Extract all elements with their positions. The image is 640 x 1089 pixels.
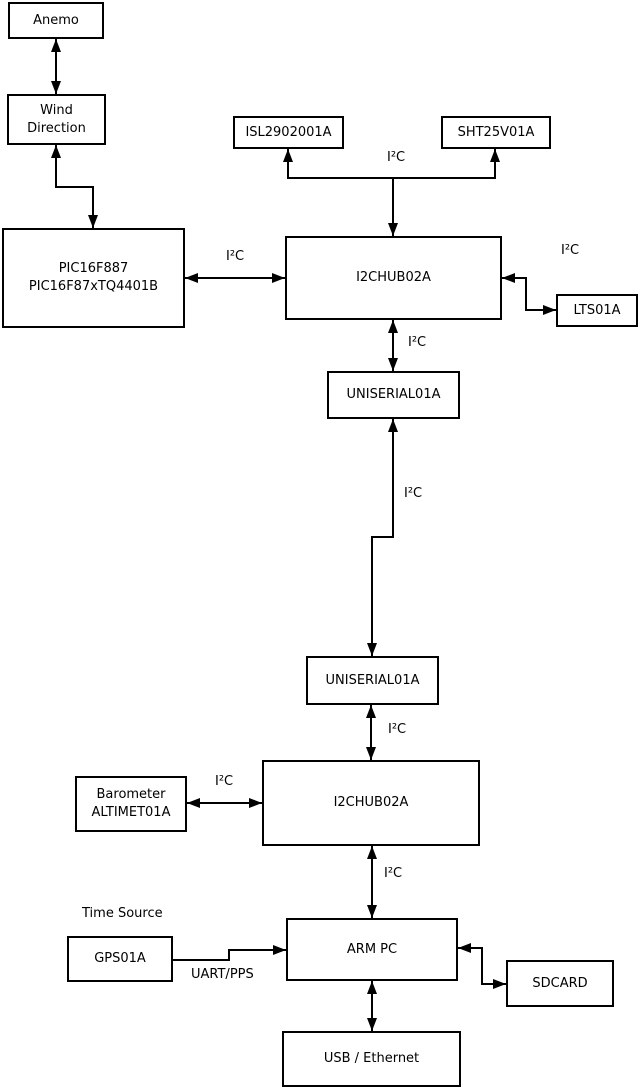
annotation-time-source: Time Source: [82, 906, 163, 921]
node-gps01a-label: GPS01A: [94, 951, 146, 967]
edge-label-i2c-pic-hub: I²C: [226, 249, 245, 264]
edge-i2chub-lts: [502, 273, 556, 315]
node-wind-direction-line1: Wind: [40, 102, 73, 118]
edge-armpc-sdcard: [458, 943, 506, 989]
edge-label-i2c-hub2-armpc: I²C: [384, 866, 403, 881]
node-barometer-line2: ALTIMET01A: [91, 805, 171, 820]
node-lts01a-label: LTS01A: [573, 302, 621, 318]
node-uniserial01a-top-label: UNISERIAL01A: [346, 387, 441, 403]
edge-sensor-bus: [283, 149, 500, 179]
annotation-uart-pps: UART/PPS: [191, 967, 254, 982]
node-i2chub02a-top-label: I2CHUB02A: [356, 270, 431, 286]
node-barometer-line1: Barometer: [96, 787, 166, 803]
edge-label-i2c-hub-lts: I²C: [561, 243, 580, 258]
node-wind-direction: Wind Direction: [7, 94, 106, 145]
node-uniserial01a-bottom: UNISERIAL01A: [306, 656, 439, 705]
node-sdcard-label: SDCARD: [532, 975, 588, 991]
node-i2chub02a-bottom-label: I2CHUB02A: [333, 795, 409, 811]
node-sdcard: SDCARD: [506, 960, 614, 1007]
node-lts01a: LTS01A: [556, 294, 638, 327]
edge-label-i2c-uniserial-hub2: I²C: [388, 722, 407, 737]
node-barometer-altimet01a: Barometer ALTIMET01A: [75, 776, 187, 832]
node-gps01a: GPS01A: [67, 936, 173, 982]
node-uniserial01a-top: UNISERIAL01A: [327, 371, 460, 419]
node-sht25v01a: SHT25V01A: [441, 116, 551, 149]
node-arm-pc-label: ARM PC: [346, 941, 398, 957]
node-wind-direction-line2: Direction: [27, 120, 86, 136]
node-arm-pc: ARM PC: [286, 918, 458, 981]
edge-gps-armpc: [173, 945, 286, 961]
node-anemo: Anemo: [8, 2, 104, 39]
edge-wind-pic: [51, 145, 98, 228]
node-isl2902001a-label: ISL2902001A: [245, 124, 332, 140]
node-isl2902001a: ISL2902001A: [233, 116, 344, 149]
node-anemo-label: Anemo: [33, 12, 79, 28]
edge-label-i2c-barometer-hub2: I²C: [215, 774, 234, 789]
edge-label-i2c-long-link: I²C: [404, 486, 423, 501]
node-usb-ethernet: USB / Ethernet: [282, 1031, 461, 1087]
node-i2chub02a-bottom: I2CHUB02A: [262, 760, 480, 846]
node-pic16f887-line2: PIC16F87xTQ4401B: [28, 279, 159, 294]
node-i2chub02a-top: I2CHUB02A: [285, 236, 502, 320]
node-usb-ethernet-label: USB / Ethernet: [323, 1051, 420, 1067]
edge-label-i2c-hub-uniserial: I²C: [408, 335, 427, 350]
node-pic16f887: PIC16F887 PIC16F87xTQ4401B: [2, 228, 185, 328]
node-uniserial01a-bottom-label: UNISERIAL01A: [325, 672, 420, 688]
edge-label-i2c-sensor-bus: I²C: [387, 150, 406, 165]
node-sht25v01a-label: SHT25V01A: [457, 124, 535, 140]
node-pic16f887-line1: PIC16F887: [58, 261, 129, 277]
edge-uniserial-uniserial: [367, 419, 398, 656]
